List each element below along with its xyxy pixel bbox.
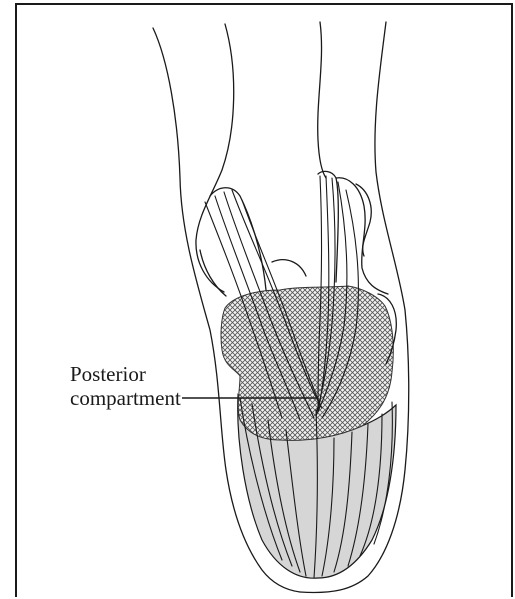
limb-outline-inner-right: [318, 22, 326, 178]
tendon-bulge-right-knob: [356, 184, 371, 256]
posterior-compartment-region: [221, 286, 393, 440]
posterior-compartment-label-line2: compartment: [70, 386, 181, 410]
posterior-compartment-label-line1: Posterior: [70, 362, 146, 386]
small-bump-mid: [272, 260, 306, 276]
limb-outline-inner-left: [196, 24, 234, 292]
tendon-bulge-left: [210, 188, 266, 290]
